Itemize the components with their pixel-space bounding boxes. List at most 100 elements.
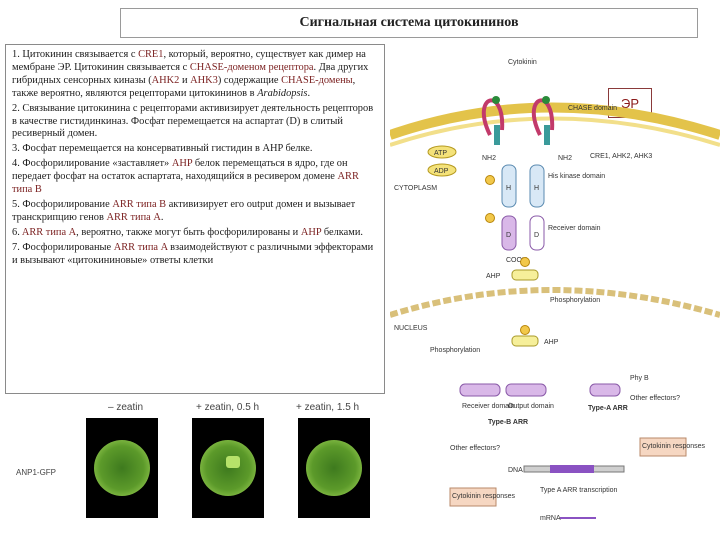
atp-label: ATP [434,150,447,157]
cytokinin-responses-box [639,437,687,457]
er-membrane [388,102,720,140]
adp-badge [427,163,457,177]
type-b-arr-output [505,383,547,397]
step-5-term: ARR типа B [112,198,167,210]
step-1-term: AHK3 [190,74,218,86]
step-4: 4. Фосфорилирование «заставляет» AHP бел… [12,158,378,197]
type-b-arr-receiver [459,383,501,397]
transcription-label: Type A ARR transcription [540,487,618,494]
cytokinin-responses-label: Cytokinin responses [642,443,706,450]
phosphorylation-label: Phosphorylation [430,347,480,354]
micrograph-cell-2 [192,418,264,518]
phosphate-icon [520,257,530,267]
step-2: 2. Связывание цитокинина с рецепторами а… [12,102,374,140]
step-1-term: AHK2 [151,74,180,86]
atp-badge [427,145,457,159]
step-1-text: . [307,87,311,99]
cytokinin-molecule [542,96,550,104]
er-label: ЭР [620,95,639,111]
h-label: H [506,185,511,192]
cooh-label: COOH [506,257,527,264]
type-a-arr [589,383,621,397]
receptor-names-label: CRE1, AHK2, AHK3 [590,153,652,160]
ahp-protein [511,269,539,281]
step-1-text: ) содержащие [217,74,282,86]
receiver-domain [529,215,545,251]
chase-domain-label: CHASE domain [568,105,617,112]
cytokinin-molecule [492,96,500,104]
step-1-text: 1. Цитокинин связывается с [12,49,139,60]
his-kinase-domain [501,164,517,208]
other-effectors-label: Other effectors? [450,445,500,452]
phy-b-label: Phy B [630,375,649,382]
ahp-label: AHP [544,339,559,346]
phosphate-icon [485,175,495,185]
step-6-text: белками. [321,226,363,238]
mrna-label: mRNA [540,515,561,522]
nh2-label: NH2 [558,155,572,162]
page-title: Сигнальная система цитокининов [120,8,698,38]
step-5-term: ARR типа A [106,211,161,223]
micrograph-label-zeatin-15h: + zeatin, 1.5 h [296,402,360,413]
cytoplasm-label: CYTOPLASM [394,185,437,192]
d-label: D [534,232,539,239]
phosphate-icon [520,325,530,335]
micrograph-label-zeatin-05h: + zeatin, 0.5 h [196,402,260,413]
step-1-text: и [179,74,191,86]
step-7: 7. Фосфорилированые ARR типа A взаимодей… [12,242,378,268]
step-1-term: CRE1 [138,49,164,60]
cytokinin-responses-label: Cytokinin responses [452,493,516,500]
micrograph-cell-1 [86,418,158,518]
step-5: 5. Фосфорилирование ARR типа B активизир… [12,199,378,225]
step-5-text: 5. Фосфорилирование [12,198,113,210]
type-a-arr-gene [550,465,594,473]
step-6: 6. ARR типа A, вероятно, также могут быт… [12,227,378,240]
step-6-text: 6. [12,226,22,238]
tm-helix [494,125,500,145]
step-1: 1. Цитокинин связывается с CRE1, который… [12,49,378,101]
cytokinin-label: Cytokinin [508,59,537,66]
d-label: D [506,232,511,239]
step-1-term: CHASE-доменом рецептора [189,61,314,73]
receiver-domain-label: Receiver domain [462,403,515,410]
gfp-cell [306,440,362,496]
adp-label: ADP [434,168,449,175]
chase-domain-left [481,98,505,136]
anp1-gfp-label: ANP1-GFP [16,468,57,477]
step-1-text: , который, вероятно, существует как диме… [12,49,366,73]
step-3: 3. Фосфат перемещается на консервативный… [12,143,313,155]
micrograph-label-minus-zeatin: – zeatin [108,402,144,413]
h-label: H [534,185,539,192]
step-4-text: 4. Фосфорилирование «заставляет» [12,158,172,170]
page-title-text: Сигнальная система цитокининов [299,15,519,30]
step-1-text: , также вероятно, являются рецепторами ц… [12,74,356,99]
micrograph-panel: – zeatin + zeatin, 0.5 h + zeatin, 1.5 h… [0,396,390,540]
other-effectors-label: Other effectors? [630,395,680,402]
nh2-label: NH2 [482,155,496,162]
phosphorylation-label: Phosphorylation [550,297,600,304]
step-6-term: AHP [300,226,322,238]
phosphate-icon [485,213,495,223]
dna-label: DNA [508,467,523,474]
type-a-arr-label: Type-A ARR [588,405,628,412]
step-6-term: ARR типа A [21,226,77,238]
micrograph-cell-3 [298,418,370,518]
type-b-arr-label: Type-B ARR [488,419,528,426]
gfp-cell [200,440,256,496]
nuclear-envelope [389,287,720,318]
gfp-cell [94,440,150,496]
signaling-diagram: Cytokinin CHASE domain NH2 NH2 H H His k… [388,40,720,540]
step-7-term: ARR типа A [113,241,168,253]
chase-domain-right [531,98,555,136]
step-1-species: Arabidopsis [257,87,308,99]
step-4-term: AHP [171,158,193,170]
his-kinase-label: His kinase domain [548,173,605,180]
step-6-text: , вероятно, также могут быть фосфорилиро… [76,226,301,238]
step-7-text: 7. Фосфорилированые [12,241,114,253]
receiver-domain [501,215,517,251]
tm-helix [544,125,550,145]
output-domain-label: Output domain [508,403,554,410]
receiver-domain-label: Receiver domain [548,225,601,232]
step-7-text: взаимодействуют с различными эффекторами… [12,241,374,266]
his-kinase-domain [529,164,545,208]
